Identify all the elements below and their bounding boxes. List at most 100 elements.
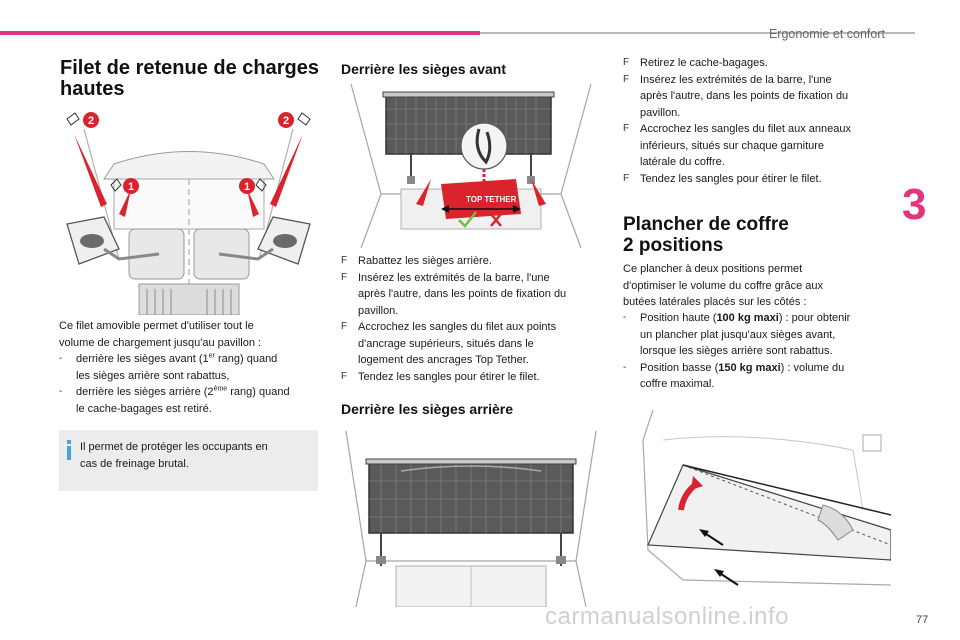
list-item: F Insérez les extrémités de la barre, l'… [623, 72, 891, 122]
figure-boot-floor [623, 410, 891, 608]
list-item: F Tendez les sangles pour étirer le file… [341, 369, 606, 386]
text-line: après l'autre, dans les points de fixati… [640, 90, 849, 102]
step-marker-icon: F [341, 255, 348, 266]
text-line: logement des ancrages Top Tether. [358, 354, 529, 366]
weight-limit: 100 kg maxi [716, 312, 779, 324]
top-tether-label: TOP TETHER [466, 195, 517, 204]
list-item: F Accrochez les sangles du filet aux ann… [623, 121, 891, 171]
list-item: F Insérez les extrémités de la barre, l'… [341, 270, 606, 320]
info-box: Il permet de protéger les occupants en c… [59, 430, 318, 491]
rear-seats-steps: F Retirez le cache-bagages. F Insérez le… [623, 55, 891, 187]
text-line: les sièges arrière sont rabattus, [76, 369, 230, 382]
text-line: d'ancrage supérieurs, situés dans le [358, 337, 534, 350]
section-heading-rear: Derrière les sièges arrière [341, 401, 514, 417]
step-marker-icon: F [623, 57, 630, 68]
step-marker-icon: F [341, 271, 348, 283]
text: ) : pour obtenir [778, 312, 851, 324]
figure-behind-rear-seats [341, 431, 601, 607]
arrow-icon [478, 184, 490, 196]
list-item: - Position haute (100 kg maxi) : pour ob… [623, 310, 893, 360]
heading-line: Plancher de coffre [623, 214, 789, 235]
weight-limit: 150 kg maxi [718, 361, 781, 374]
figure-behind-front-seats: TOP TETHER [341, 84, 601, 248]
section-title: Ergonomie et confort [768, 27, 885, 41]
text-line: le cache-bagages est retiré. [76, 402, 212, 415]
info-icon [63, 440, 75, 460]
superscript: ème [213, 385, 228, 393]
list-item: - derrière les sièges arrière (2ème rang… [59, 384, 324, 417]
page-title-line: hautes [60, 78, 125, 100]
info-text: Il permet de protéger les occupants en c… [80, 439, 310, 472]
text-line: pavillon. [358, 304, 399, 317]
bullet: - [623, 361, 627, 373]
text-line: Il permet de protéger les occupants en [80, 441, 268, 453]
text: Position haute ( [640, 312, 717, 324]
text-line: Insérez les extrémités de la barre, l'un… [640, 73, 832, 86]
header-rule [480, 32, 915, 34]
text-line: latérale du coffre. [640, 156, 725, 168]
watermark: carmanualsonline.info [545, 603, 789, 630]
text-line: coffre maximal. [640, 378, 715, 390]
marker-label: 1 [244, 181, 250, 193]
heading-line: 2 positions [623, 235, 724, 256]
step-marker-icon: F [623, 172, 630, 184]
step-marker-icon: F [623, 73, 630, 85]
page-number: 77 [916, 614, 929, 626]
text-line: butées latérales placés sur les côtés : [623, 296, 807, 308]
arrow-icon [691, 476, 703, 490]
text-line: Retirez le cache-bagages. [640, 57, 768, 69]
bullet: - [623, 312, 627, 323]
plancher-positions-list: - Position haute (100 kg maxi) : pour ob… [623, 310, 893, 393]
plancher-intro: Ce plancher à deux positions permet d'op… [623, 261, 891, 311]
text-line: d'optimiser le volume du coffre grâce au… [623, 279, 823, 292]
check-icon [458, 211, 477, 228]
marker-1-right [239, 178, 255, 194]
marker-2-left [83, 112, 99, 128]
text-line: cas de freinage brutal. [80, 457, 189, 470]
front-seats-steps: F Rabattez les sièges arrière. F Insérez… [341, 253, 606, 385]
step-marker-icon: F [341, 321, 348, 332]
text-line: Ce filet amovible permet d'utiliser tout… [59, 320, 254, 332]
chapter-number: 3 [902, 180, 927, 229]
cross-icon [490, 213, 502, 227]
use-cases-list: - derrière les sièges avant (1er rang) q… [59, 351, 324, 417]
text-line: Ce plancher à deux positions permet [623, 263, 803, 275]
page-title: Filet de retenue de charges hautes [60, 58, 330, 100]
text: Position basse ( [640, 361, 719, 374]
list-item: F Retirez le cache-bagages. [623, 55, 891, 72]
text-line: Accrochez les sangles du filet aux point… [358, 321, 557, 333]
text-line: inférieurs, situés sur chaque garniture [640, 139, 825, 152]
intro-paragraph: Ce filet amovible permet d'utiliser tout… [59, 318, 321, 351]
step-marker-icon: F [623, 123, 630, 134]
plancher-heading: Plancher de coffre 2 positions [623, 214, 883, 256]
text-line: un plancher plat jusqu'aux sièges avant, [640, 328, 836, 341]
list-item: - derrière les sièges avant (1er rang) q… [59, 351, 324, 384]
text: rang) quand [227, 386, 290, 398]
text-line: pavillon. [640, 106, 681, 119]
marker-1-left [123, 178, 139, 194]
bullet: - [59, 353, 63, 364]
marker-label: 2 [283, 115, 289, 127]
marker-label: 2 [88, 115, 94, 127]
section-heading-front: Derrière les sièges avant [341, 61, 506, 77]
figure-net-roof-fixing: 2 2 1 1 [59, 109, 318, 315]
text-line: Rabattez les sièges arrière. [358, 255, 492, 267]
text: derrière les sièges arrière (2 [76, 386, 214, 398]
text: ) : volume du [780, 361, 845, 374]
text: derrière les sièges avant (1 [76, 353, 209, 365]
text: rang) quand [214, 353, 278, 365]
text-line: Tendez les sangles pour étirer le filet. [358, 370, 540, 383]
step-marker-icon: F [341, 370, 348, 382]
text-line: Accrochez les sangles du filet aux annea… [640, 123, 851, 135]
text-line: Insérez les extrémités de la barre, l'un… [358, 271, 550, 284]
list-item: F Accrochez les sangles du filet aux poi… [341, 319, 606, 369]
text-line: Tendez les sangles pour étirer le filet. [640, 172, 822, 185]
list-item: F Rabattez les sièges arrière. [341, 253, 606, 270]
list-item: F Tendez les sangles pour étirer le file… [623, 171, 891, 188]
marker-2-right [278, 112, 294, 128]
bullet: - [59, 386, 63, 397]
marker-label: 1 [128, 181, 134, 193]
text-line: lorsque les sièges arrière sont rabattus… [640, 345, 833, 357]
page-title-line: Filet de retenue de charges [60, 57, 319, 79]
text-line: volume de chargement jusqu'au pavillon : [59, 336, 262, 349]
